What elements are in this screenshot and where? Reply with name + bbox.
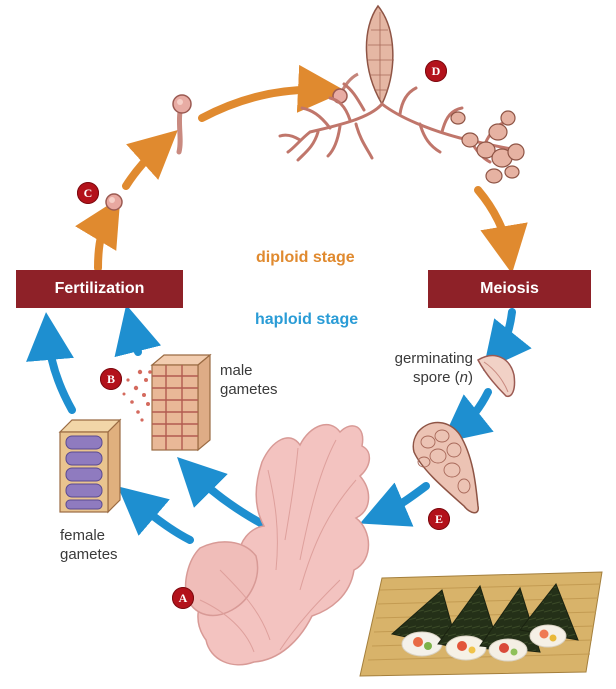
- badge-d: D: [425, 60, 447, 82]
- male-gametes-block: [122, 353, 212, 452]
- spore-label-prefix: spore (: [412, 369, 460, 386]
- spore-label-line1: germinating: [394, 350, 473, 367]
- badge-e: E: [428, 508, 450, 530]
- sushi-rolls: [359, 571, 603, 677]
- female-gametes-label: female gametes: [60, 526, 118, 564]
- germinating-spore-label: germinating spore (n): [381, 349, 473, 387]
- badge-a: A: [172, 587, 194, 609]
- badge-c: C: [77, 182, 99, 204]
- arrow-thallus-to-male: [177, 457, 270, 530]
- arrow-spore-to-germinating: [441, 388, 494, 443]
- arrow-sporophyte-to-meiosis: [474, 186, 528, 274]
- arrow-germinating-to-thallus: [359, 482, 430, 527]
- spore-label-suffix: ): [468, 369, 473, 386]
- haploid-stage-label: haploid stage: [255, 311, 359, 328]
- meiosis-label: Meiosis: [480, 280, 539, 297]
- haploid-arrows: [26, 304, 532, 544]
- arrow-male-to-fertilization: [114, 304, 162, 358]
- fertilization-box: Fertilization: [16, 270, 183, 308]
- female-gametes-block: [58, 418, 122, 514]
- spore-germling: [412, 421, 479, 514]
- meiosis-box: Meiosis: [428, 270, 591, 308]
- badge-b: B: [100, 368, 122, 390]
- male-gametes-label: male gametes: [220, 361, 278, 399]
- female-label-line1: female: [60, 527, 106, 544]
- seaweed-thallus: [184, 423, 371, 666]
- arrow-zygote-to-germling: [122, 129, 178, 190]
- zygote-cell: [105, 193, 123, 211]
- male-label-line1: male: [220, 362, 253, 379]
- arrow-female-to-fertilization: [26, 312, 76, 414]
- arrow-thallus-to-female: [117, 486, 194, 544]
- diploid-stage-label: diploid stage: [256, 249, 355, 266]
- male-label-line2: gametes: [220, 381, 278, 398]
- female-label-line2: gametes: [60, 546, 118, 563]
- spore-label-n: n: [459, 369, 468, 386]
- arrow-fertilization-to-zygote: [75, 197, 121, 272]
- fertilization-label: Fertilization: [54, 280, 145, 297]
- arrow-germling-to-sporophyte: [198, 64, 346, 122]
- germinating-spore: [476, 354, 516, 398]
- sporophyte: [278, 4, 525, 184]
- germinating-zygote: [172, 94, 192, 155]
- diploid-arrows: [75, 64, 528, 274]
- spore-label-line2: spore (n): [381, 368, 473, 387]
- arrow-meiosis-to-spore: [483, 308, 532, 371]
